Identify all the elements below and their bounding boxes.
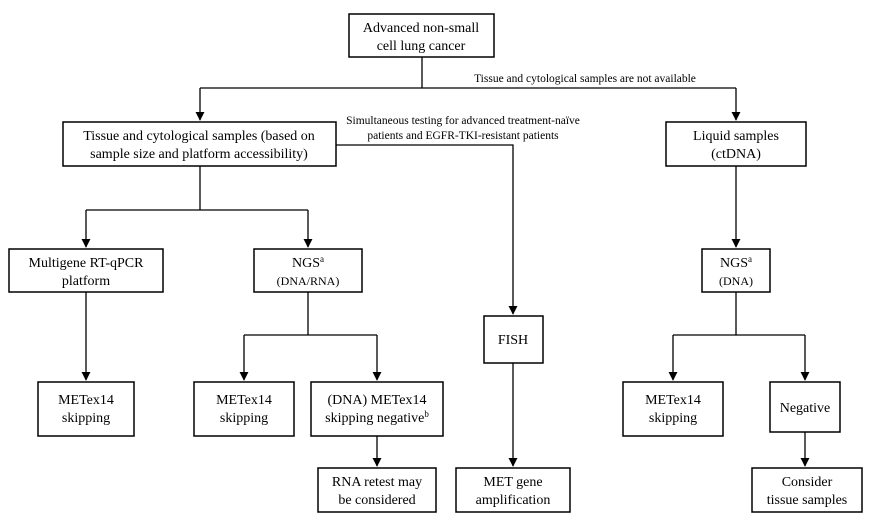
node-root-line1: Advanced non-small [363, 21, 479, 36]
node-dna-negative-line1: (DNA) METex14 [328, 393, 427, 408]
node-metex-liquid-line2: skipping [649, 411, 697, 426]
node-ngs-liquid-line2: (DNA) [719, 274, 753, 288]
node-metex-liquid: METex14 skipping [622, 381, 724, 437]
node-tissue-line2: sample size and platform accessibility) [90, 147, 308, 162]
node-metex-ngs-line1: METex14 [216, 393, 272, 408]
node-tissue: Tissue and cytological samples (based on… [62, 121, 337, 167]
node-ngs-liquid-line1: NGSa [720, 254, 752, 271]
node-root-line2: cell lung cancer [377, 39, 466, 54]
node-met-amp: MET gene amplification [455, 467, 571, 513]
node-liquid-line1: Liquid samples [693, 129, 779, 144]
node-liquid: Liquid samples (ctDNA) [665, 121, 807, 167]
node-rtqpcr-line2: platform [62, 274, 110, 289]
node-ngs-tissue: NGSa (DNA/RNA) [253, 248, 363, 293]
node-ngs-liquid-name: NGS [720, 256, 748, 271]
node-rtqpcr-line1: Multigene RT-qPCR [29, 256, 145, 271]
node-fish: FISH [483, 315, 544, 364]
node-negative: Negative [769, 381, 841, 433]
node-negative-label: Negative [780, 401, 831, 416]
edge-label-not-available-text: Tissue and cytological samples are not a… [474, 73, 696, 85]
node-dna-negative-sup: b [424, 409, 429, 419]
node-rna-retest: RNA retest may be considered [317, 467, 437, 513]
node-met-amp-line1: MET gene [483, 475, 542, 490]
node-metex-rtqpcr-line1: METex14 [58, 393, 114, 408]
node-ngs-liquid: NGSa (DNA) [701, 248, 771, 293]
node-root: Advanced non-small cell lung cancer [348, 13, 495, 58]
node-ngs-tissue-sup: a [320, 254, 324, 264]
node-consider-tissue: Consider tissue samples [751, 467, 863, 513]
node-dna-negative: (DNA) METex14 skipping negativeb [310, 381, 444, 437]
edge-label-simultaneous-line1: Simultaneous testing for advanced treatm… [346, 115, 580, 127]
node-consider-tissue-line2: tissue samples [767, 493, 848, 508]
edge-label-simultaneous: Simultaneous testing for advanced treatm… [346, 115, 580, 142]
node-tissue-line1: Tissue and cytological samples (based on [83, 129, 315, 144]
node-dna-negative-line2: skipping negativeb [325, 409, 429, 426]
edge-label-simultaneous-line2: patients and EGFR-TKI-resistant patients [367, 130, 559, 142]
node-metex-rtqpcr: METex14 skipping [37, 381, 135, 437]
connectors [81, 57, 810, 467]
node-fish-label: FISH [498, 333, 528, 348]
node-ngs-tissue-line1: NGSa [292, 254, 324, 271]
node-ngs-tissue-line2: (DNA/RNA) [277, 274, 340, 288]
node-met-amp-line2: amplification [476, 493, 551, 508]
edge-label-not-available: Tissue and cytological samples are not a… [474, 73, 696, 85]
node-ngs-liquid-sup: a [748, 254, 752, 264]
arrow-to-fish [336, 144, 518, 315]
node-rna-retest-line2: be considered [338, 493, 415, 508]
node-rtqpcr: Multigene RT-qPCR platform [8, 248, 164, 293]
node-dna-negative-text: skipping negative [325, 411, 424, 426]
node-ngs-tissue-name: NGS [292, 256, 320, 271]
node-metex-rtqpcr-line2: skipping [62, 411, 110, 426]
node-metex-ngs: METex14 skipping [193, 381, 295, 437]
node-consider-tissue-line1: Consider [782, 475, 833, 490]
node-rna-retest-line1: RNA retest may [332, 475, 422, 490]
node-liquid-line2: (ctDNA) [711, 147, 761, 162]
node-metex-liquid-line1: METex14 [645, 393, 701, 408]
node-metex-ngs-line2: skipping [220, 411, 268, 426]
